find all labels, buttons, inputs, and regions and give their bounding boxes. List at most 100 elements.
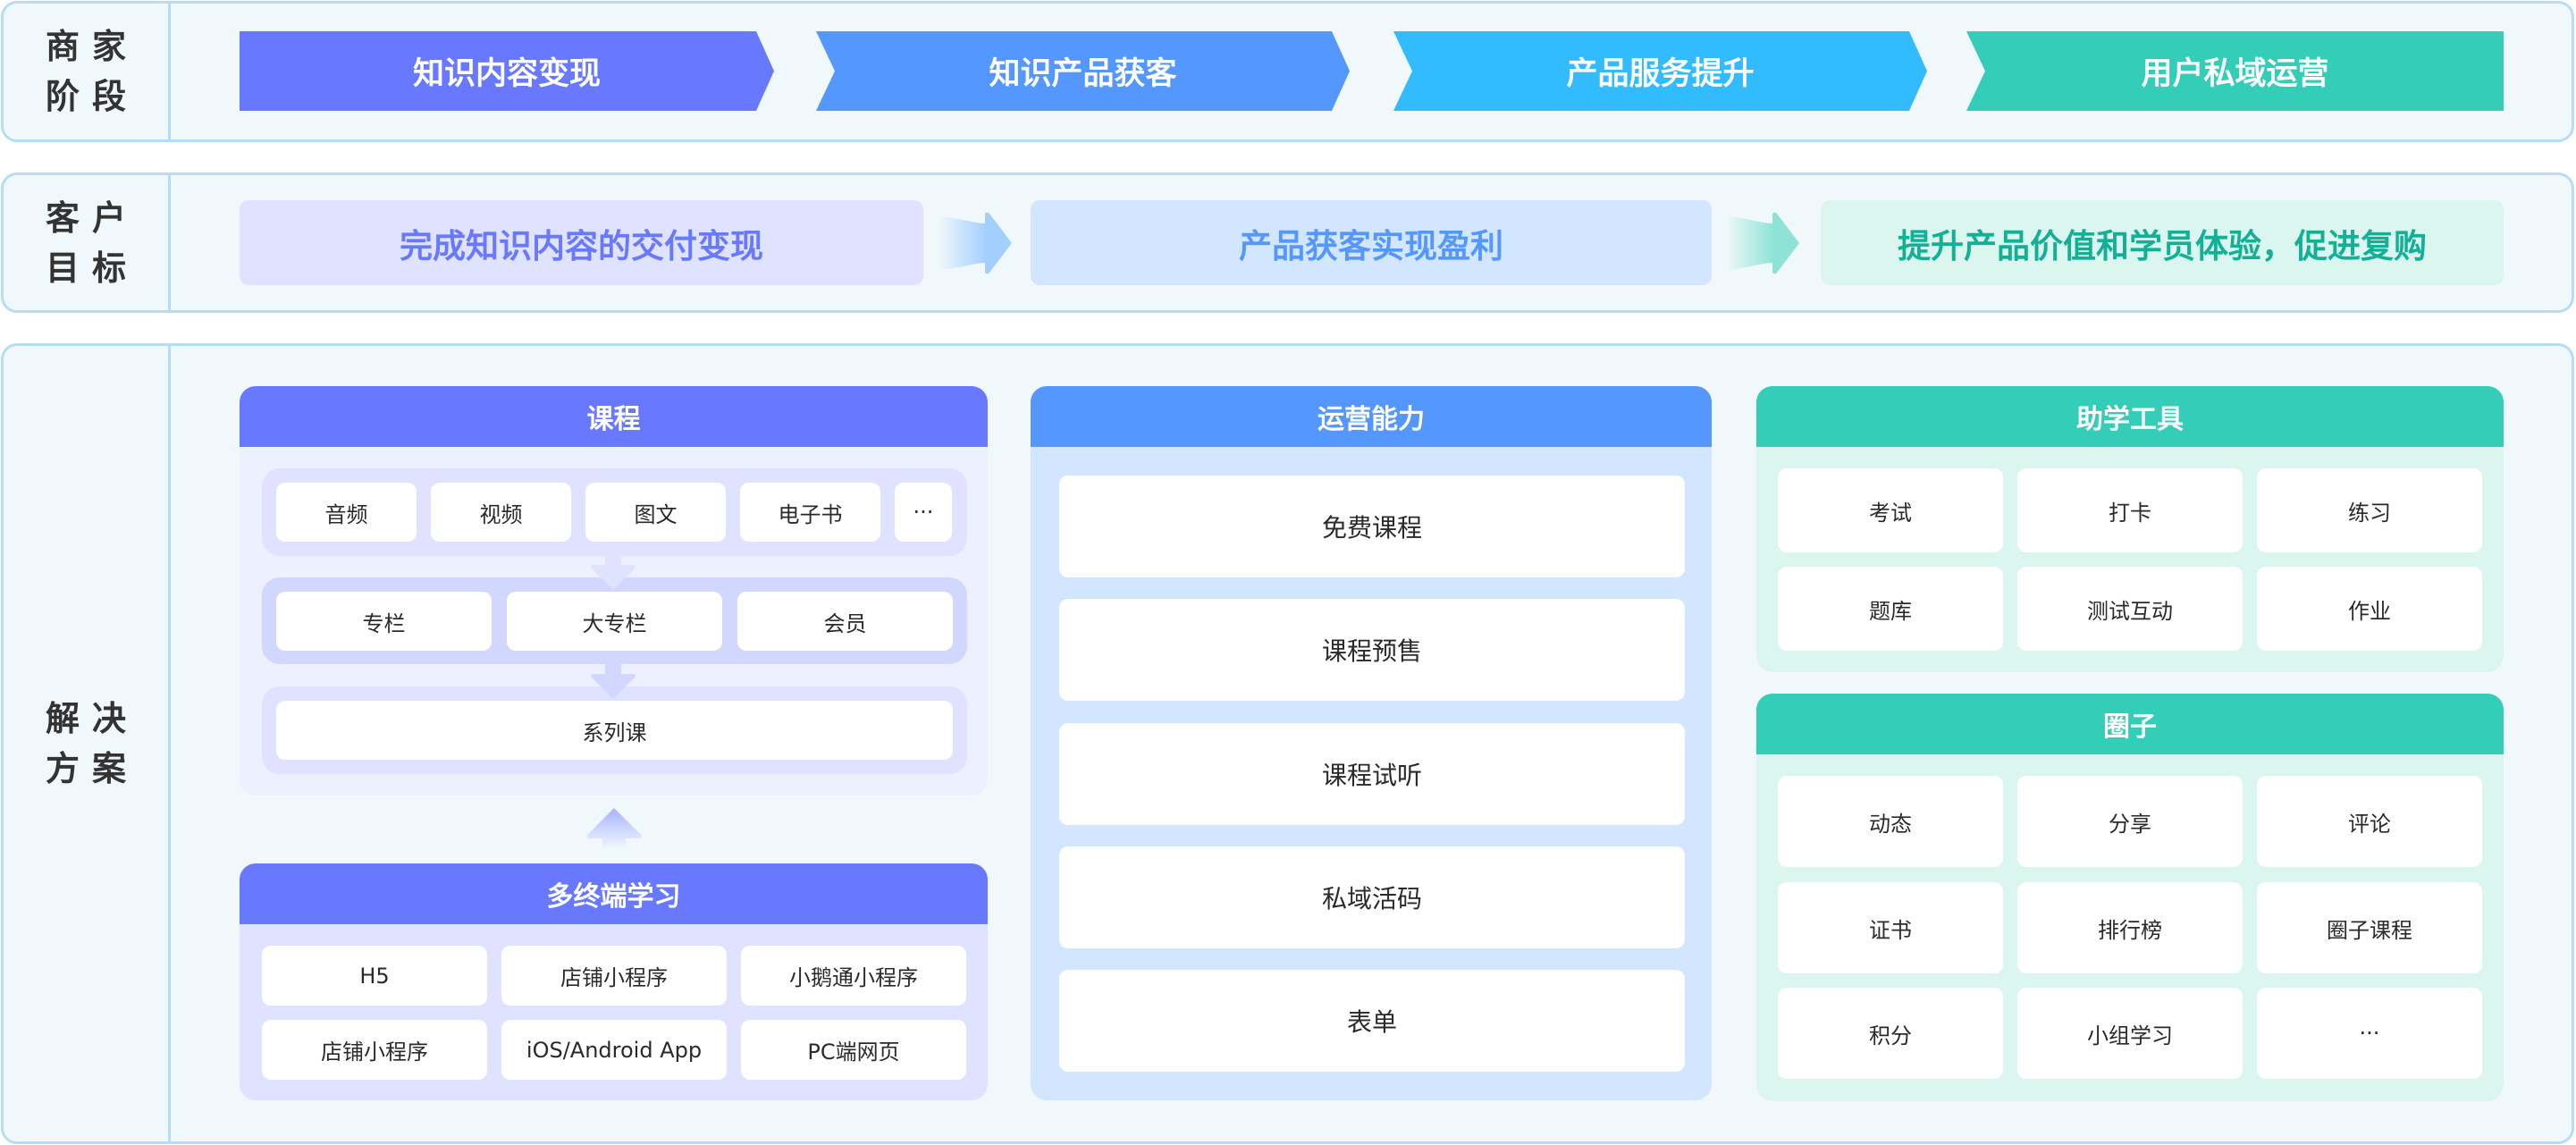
- tile-label: 系列课: [582, 720, 647, 745]
- tile-label: 专栏: [362, 610, 406, 636]
- tool-practice[interactable]: 练习: [2257, 468, 2482, 552]
- goal-label: 提升产品价值和学员体验，促进复购: [1898, 226, 2427, 265]
- tile-label: 店铺小程序: [321, 1040, 428, 1065]
- course-title: 课程: [586, 404, 641, 435]
- tile-label: 小鹅通小程序: [789, 965, 918, 990]
- arrow-right-icon: [1726, 211, 1799, 279]
- tool-homework[interactable]: 作业: [2257, 567, 2482, 651]
- tile-label: 证书: [1869, 917, 1912, 943]
- chevron-shape-icon: [240, 31, 774, 111]
- circle-more[interactable]: ···: [2257, 988, 2482, 1079]
- tile-label: 会员: [823, 610, 867, 636]
- content-type-audio[interactable]: 音频: [276, 483, 417, 542]
- chevron-shape-icon: [1966, 31, 2504, 111]
- row-label-text: 解决 方案: [45, 699, 139, 788]
- circle-certificate[interactable]: 证书: [1778, 882, 2003, 973]
- multi-terminal-header: 多终端学习: [240, 863, 988, 924]
- chevron-shape-icon: [1393, 31, 1927, 111]
- circle-points[interactable]: 积分: [1778, 988, 2003, 1079]
- ops-presale[interactable]: 课程预售: [1059, 599, 1685, 701]
- goal-label: 产品获客实现盈利: [1239, 226, 1503, 265]
- chevron-shape-icon: [816, 31, 1350, 111]
- tool-checkin[interactable]: 打卡: [2017, 468, 2243, 552]
- tile-label: 图文: [634, 501, 678, 527]
- stage-knowledge-monetization: 知识内容变现: [240, 31, 774, 111]
- circle-header: 圈子: [1756, 694, 2504, 754]
- tile-label: 视频: [479, 501, 523, 527]
- arrow-up-icon: [585, 808, 643, 853]
- tile-label: 店铺小程序: [560, 965, 668, 990]
- row-label-text: 客户 目标: [45, 198, 139, 288]
- operations-title: 运营能力: [1317, 404, 1425, 435]
- tile-label: 表单: [1346, 1007, 1397, 1037]
- arrow-right-icon: [939, 211, 1012, 279]
- tile-label: 积分: [1869, 1023, 1912, 1048]
- product-column[interactable]: 专栏: [276, 592, 492, 651]
- terminal-xiaoe-miniprogram[interactable]: 小鹅通小程序: [741, 946, 966, 1006]
- multi-terminal-title: 多终端学习: [546, 881, 681, 913]
- more-icon: ···: [2359, 1021, 2380, 1046]
- terminal-h5[interactable]: H5: [262, 946, 487, 1006]
- circle-course[interactable]: 圈子课程: [2257, 882, 2482, 973]
- arrow-down-icon: [590, 664, 636, 704]
- ops-form[interactable]: 表单: [1059, 970, 1685, 1072]
- tile-label: 小组学习: [2087, 1023, 2173, 1048]
- stage-private-domain-ops: 用户私域运营: [1966, 31, 2504, 111]
- row-label-solution: 解决 方案: [4, 346, 171, 1141]
- tile-label: 免费课程: [1321, 513, 1422, 543]
- tile-label: 私域活码: [1321, 884, 1422, 913]
- row-label-text: 商家 阶段: [45, 27, 139, 116]
- product-membership[interactable]: 会员: [737, 592, 953, 651]
- content-type-more[interactable]: ···: [895, 483, 952, 542]
- tool-question-bank[interactable]: 题库: [1778, 567, 2003, 651]
- tile-label: 测试互动: [2087, 598, 2173, 624]
- goal-value-repurchase: 提升产品价值和学员体验，促进复购: [1821, 200, 2504, 285]
- content-type-video[interactable]: 视频: [431, 483, 571, 542]
- series-course[interactable]: 系列课: [276, 701, 953, 760]
- tile-label: 音频: [324, 501, 368, 527]
- tile-label: PC端网页: [807, 1040, 900, 1065]
- tile-label: H5: [359, 963, 390, 989]
- ops-private-qrcode[interactable]: 私域活码: [1059, 846, 1685, 948]
- operations-header: 运营能力: [1031, 386, 1712, 447]
- terminal-store-miniprogram-2[interactable]: 店铺小程序: [262, 1020, 487, 1080]
- tile-label: 圈子课程: [2327, 917, 2412, 943]
- circle-leaderboard[interactable]: 排行榜: [2017, 882, 2243, 973]
- product-big-column[interactable]: 大专栏: [507, 592, 722, 651]
- tile-label: 练习: [2348, 500, 2391, 526]
- course-card-header: 课程: [240, 386, 988, 447]
- stage-service-upgrade: 产品服务提升: [1393, 31, 1927, 111]
- terminal-pc-web[interactable]: PC端网页: [741, 1020, 966, 1080]
- content-type-ebook[interactable]: 电子书: [740, 483, 880, 542]
- stage-label: 用户私域运营: [2141, 56, 2329, 92]
- tile-label: 考试: [1869, 500, 1912, 526]
- tile-label: 电子书: [778, 501, 843, 527]
- tile-label: 打卡: [2109, 500, 2151, 526]
- study-tools-title: 助学工具: [2076, 404, 2184, 435]
- tool-quiz-interaction[interactable]: 测试互动: [2017, 567, 2243, 651]
- stage-product-acquisition: 知识产品获客: [816, 31, 1350, 111]
- ops-trial[interactable]: 课程试听: [1059, 723, 1685, 825]
- circle-share[interactable]: 分享: [2017, 776, 2243, 867]
- circle-comment[interactable]: 评论: [2257, 776, 2482, 867]
- tile-label: 课程试听: [1321, 761, 1422, 790]
- arrow-down-icon: [590, 555, 636, 595]
- terminal-ios-android-app[interactable]: iOS/Android App: [501, 1020, 727, 1080]
- tile-label: iOS/Android App: [526, 1037, 703, 1063]
- stage-label: 知识内容变现: [412, 56, 601, 92]
- ops-free-course[interactable]: 免费课程: [1059, 476, 1685, 577]
- more-icon: ···: [913, 500, 934, 525]
- stage-label: 产品服务提升: [1566, 56, 1755, 92]
- content-type-article[interactable]: 图文: [585, 483, 726, 542]
- tile-label: 排行榜: [2098, 917, 2162, 943]
- tool-exam[interactable]: 考试: [1778, 468, 2003, 552]
- row-label-customer-goal: 客户 目标: [4, 175, 171, 310]
- stage-label: 知识产品获客: [989, 56, 1177, 92]
- circle-group-study[interactable]: 小组学习: [2017, 988, 2243, 1079]
- tile-label: 分享: [2109, 811, 2151, 837]
- study-tools-header: 助学工具: [1756, 386, 2504, 447]
- goal-label: 完成知识内容的交付变现: [400, 226, 763, 265]
- circle-feed[interactable]: 动态: [1778, 776, 2003, 867]
- row-label-merchant-stage: 商家 阶段: [4, 4, 171, 139]
- terminal-store-miniprogram[interactable]: 店铺小程序: [501, 946, 727, 1006]
